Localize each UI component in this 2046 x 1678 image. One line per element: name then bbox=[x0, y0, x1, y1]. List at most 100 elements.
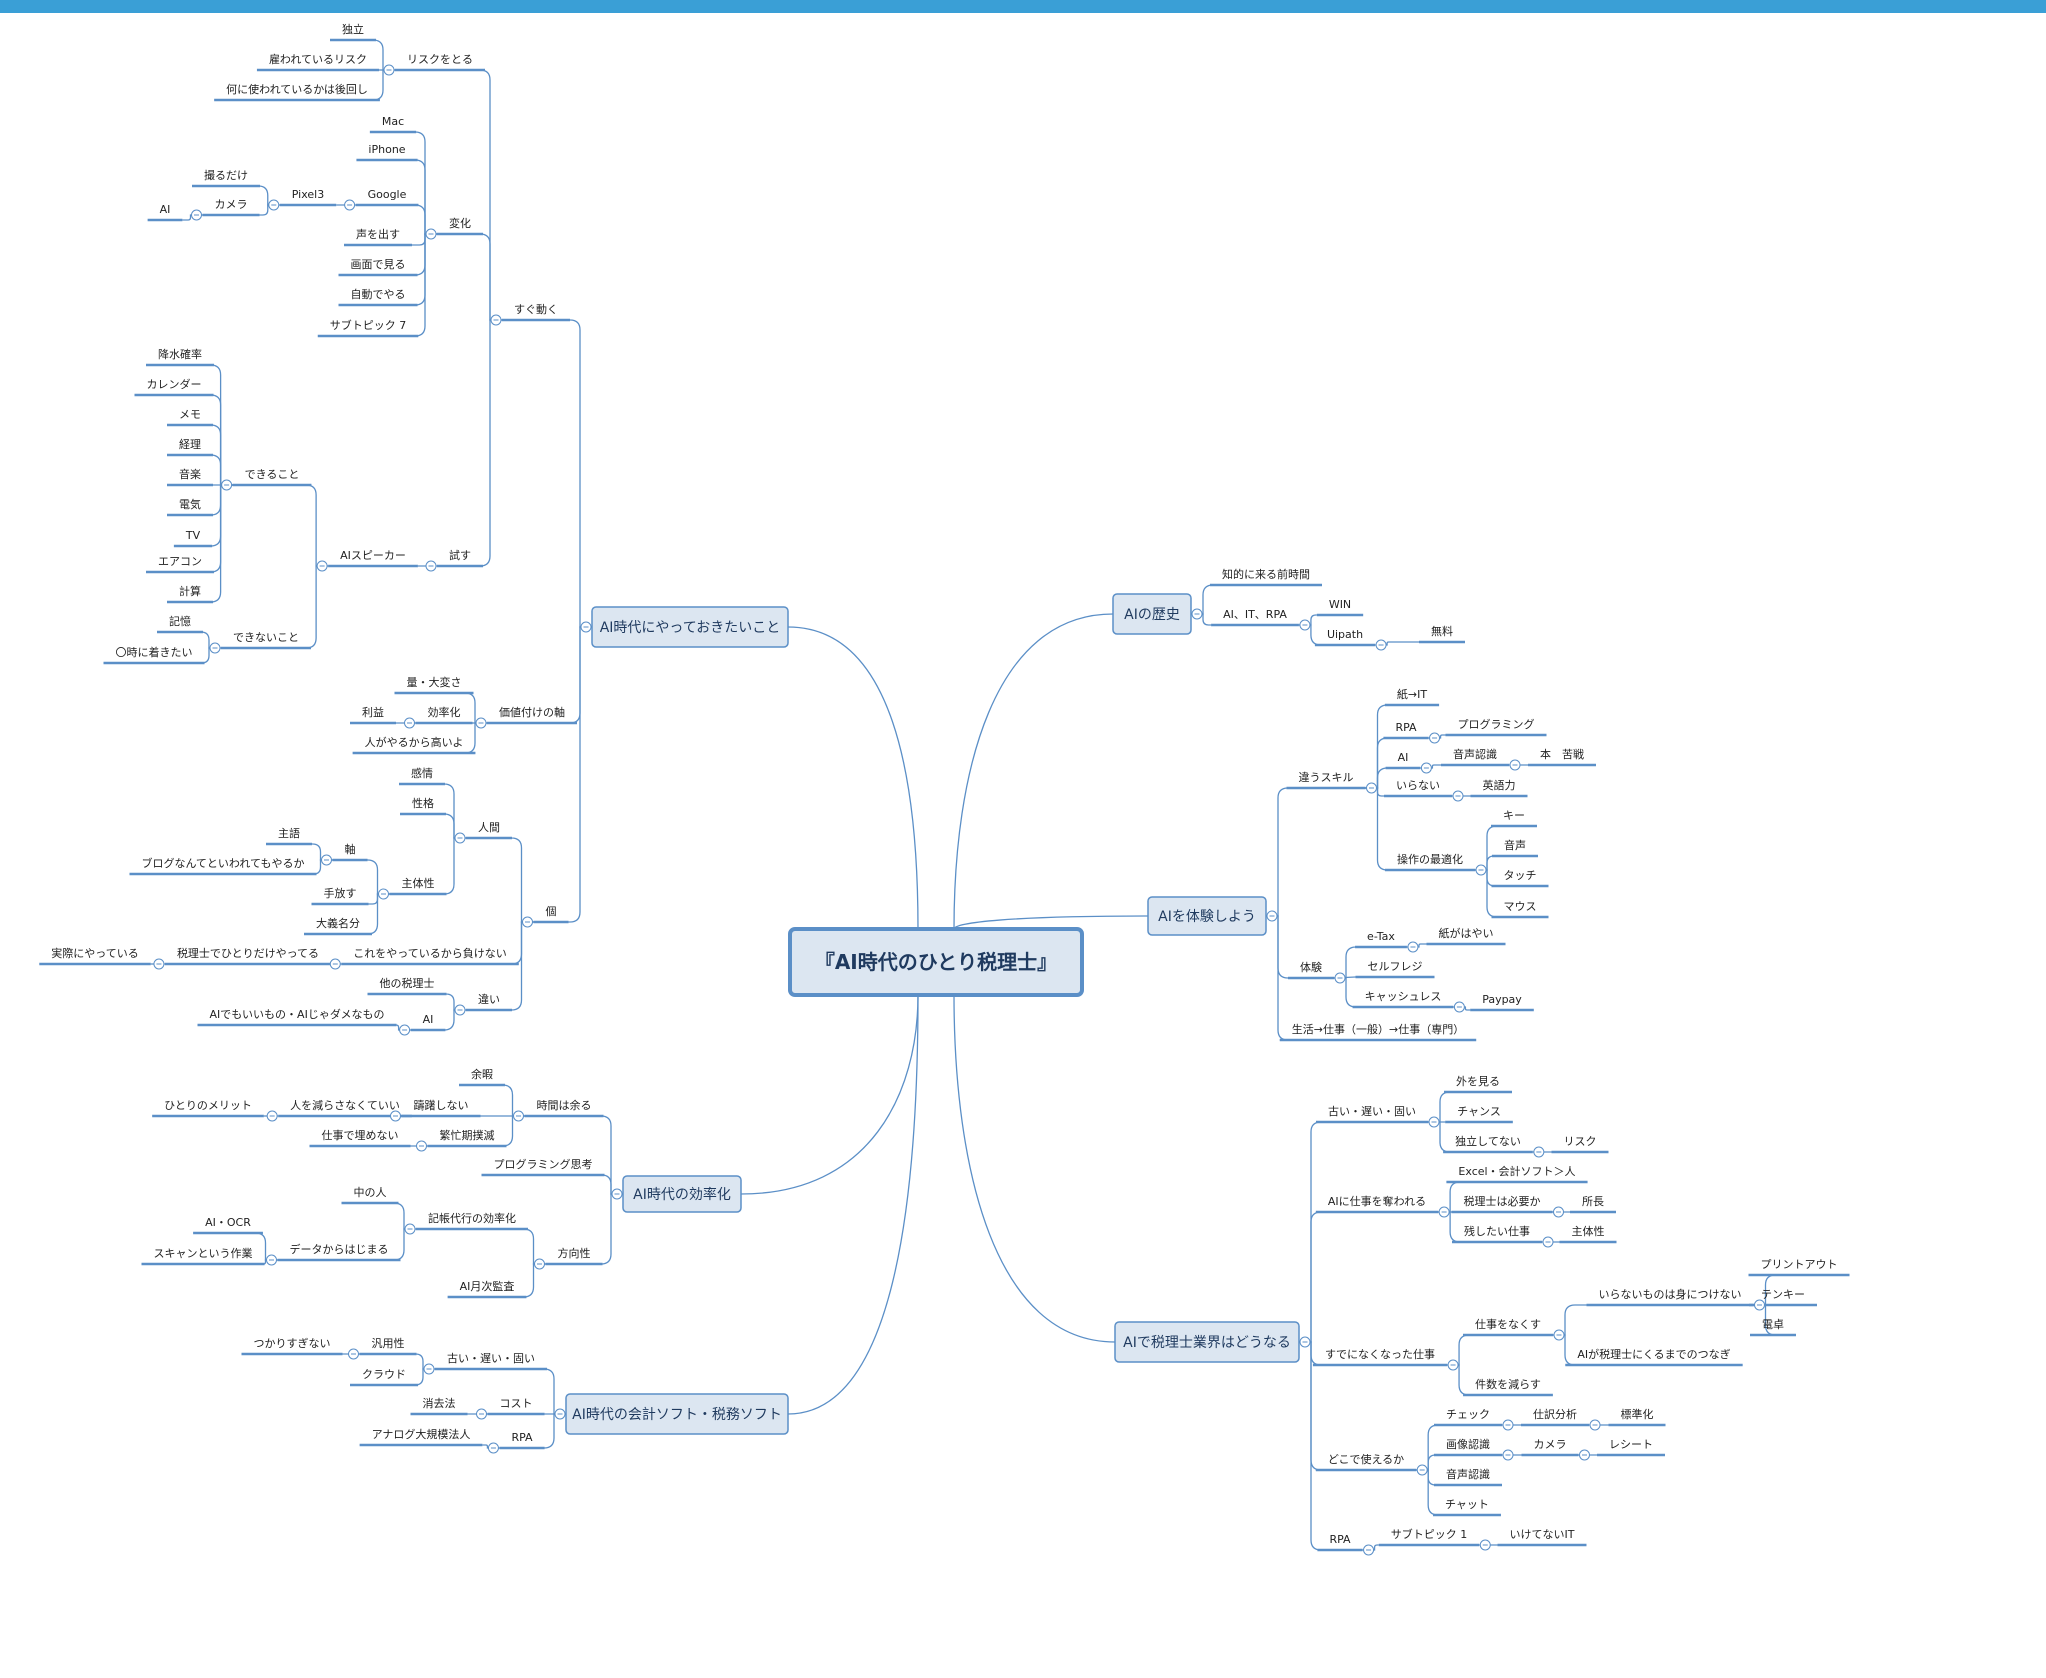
topic-shiwake[interactable]: 仕訳分析 bbox=[1521, 1407, 1589, 1427]
topic-sousa[interactable]: 操作の最適化 bbox=[1385, 852, 1475, 872]
topic-cost[interactable]: コスト bbox=[487, 1397, 545, 1416]
topic-shokyo[interactable]: 消去法 bbox=[410, 1396, 468, 1416]
collapse-toggle-icon[interactable] bbox=[425, 560, 437, 572]
topic-iphone[interactable]: iPhone bbox=[356, 143, 418, 162]
topic-gazo[interactable]: 画像認識 bbox=[1434, 1437, 1502, 1457]
topic-camera[interactable]: カメラ bbox=[202, 198, 260, 217]
topic-iranai[interactable]: いらない bbox=[1384, 779, 1452, 798]
topic-ai-it-rpa[interactable]: AI、IT、RPA bbox=[1211, 608, 1299, 627]
topic-aircon[interactable]: エアコン bbox=[146, 555, 214, 574]
topic-analog[interactable]: アナログ大規模法人 bbox=[359, 1427, 483, 1447]
collapse-toggle-icon[interactable] bbox=[348, 1348, 359, 1360]
topic-jissai[interactable]: 実際にやっている bbox=[39, 946, 151, 966]
topic-pixel3[interactable]: Pixel3 bbox=[279, 188, 337, 207]
topic-nanini[interactable]: 何に使われているかは後回し bbox=[214, 82, 380, 102]
topic-dekiru[interactable]: できること bbox=[232, 468, 312, 487]
topic-camera-i[interactable]: カメラ bbox=[1521, 1438, 1579, 1457]
collapse-toggle-icon[interactable] bbox=[383, 64, 395, 76]
collapse-toggle-icon[interactable] bbox=[378, 888, 389, 900]
collapse-toggle-icon[interactable] bbox=[487, 1442, 499, 1454]
collapse-toggle-icon[interactable] bbox=[1502, 1449, 1514, 1461]
topic-shigoto-ume[interactable]: 仕事で埋めない bbox=[309, 1129, 411, 1148]
collapse-toggle-icon[interactable] bbox=[554, 1408, 566, 1420]
topic-risuku-toru[interactable]: リスクをとる bbox=[395, 53, 485, 72]
topic-keisan[interactable]: 計算 bbox=[167, 584, 213, 604]
collapse-toggle-icon[interactable] bbox=[1429, 732, 1441, 744]
topic-data-kara[interactable]: データからはじまる bbox=[277, 1242, 401, 1262]
topic-chiteki[interactable]: 知的に来る前時間 bbox=[1210, 567, 1322, 587]
collapse-toggle-icon[interactable] bbox=[423, 1363, 435, 1375]
topic-programming[interactable]: プログラミング bbox=[1445, 717, 1547, 737]
topic-iranai-mono[interactable]: いらないものは身につけない bbox=[1586, 1287, 1754, 1307]
collapse-toggle-icon[interactable] bbox=[399, 1024, 411, 1036]
branch-software[interactable]: AI時代の会計ソフト・税務ソフト bbox=[565, 1393, 789, 1435]
topic-subtopic1[interactable]: サブトピック 1 bbox=[1378, 1527, 1480, 1547]
collapse-toggle-icon[interactable] bbox=[209, 642, 221, 654]
topic-kami-it[interactable]: 紙→IT bbox=[1384, 687, 1440, 707]
collapse-toggle-icon[interactable] bbox=[1553, 1206, 1564, 1218]
collapse-toggle-icon[interactable] bbox=[221, 479, 233, 491]
topic-ai-zeirishi[interactable]: AIが税理士にくるまでのつなぎ bbox=[1565, 1347, 1743, 1367]
topic-tv[interactable]: TV bbox=[173, 529, 213, 548]
collapse-toggle-icon[interactable] bbox=[1299, 619, 1311, 631]
topic-chigau-skill[interactable]: 違うスキル bbox=[1286, 771, 1366, 790]
topic-zeirishi-hitsuyo[interactable]: 税理士は必要か bbox=[1451, 1194, 1553, 1214]
topic-rieki[interactable]: 利益 bbox=[350, 705, 396, 725]
collapse-toggle-icon[interactable] bbox=[329, 958, 341, 970]
topic-jido[interactable]: 自動でやる bbox=[338, 287, 418, 307]
collapse-toggle-icon[interactable] bbox=[1542, 1236, 1554, 1248]
collapse-toggle-icon[interactable] bbox=[1553, 1329, 1565, 1341]
collapse-toggle-icon[interactable] bbox=[454, 1004, 466, 1016]
topic-ai-getsuji[interactable]: AI月次監査 bbox=[447, 1279, 527, 1299]
topic-hito-herasa[interactable]: 人を減らさなくていい bbox=[278, 1098, 412, 1118]
topic-receipt[interactable]: レシート bbox=[1597, 1438, 1665, 1457]
topic-sugu[interactable]: すぐ動く bbox=[502, 302, 570, 322]
topic-ryo[interactable]: 量・大変さ bbox=[394, 675, 474, 695]
topic-hoka[interactable]: 他の税理士 bbox=[367, 976, 447, 996]
topic-rpa-i[interactable]: RPA bbox=[1317, 1533, 1363, 1552]
branch-efficiency[interactable]: AI時代の効率化 bbox=[622, 1175, 742, 1213]
collapse-toggle-icon[interactable] bbox=[1452, 790, 1464, 802]
collapse-toggle-icon[interactable] bbox=[344, 199, 356, 211]
topic-chigai[interactable]: 違い bbox=[466, 993, 512, 1012]
branch-industry[interactable]: AIで税理士業界はどうなる bbox=[1114, 1321, 1300, 1363]
collapse-toggle-icon[interactable] bbox=[1366, 782, 1377, 794]
topic-sudeni[interactable]: すでになくなった仕事 bbox=[1312, 1348, 1448, 1367]
topic-onsei-ninshiki-i[interactable]: 音声認識 bbox=[1434, 1467, 1502, 1487]
topic-furui-i[interactable]: 古い・遅い・固い bbox=[1316, 1105, 1428, 1124]
branch-experience[interactable]: AIを体験しよう bbox=[1147, 896, 1267, 936]
collapse-toggle-icon[interactable] bbox=[1579, 1449, 1590, 1461]
topic-taigi[interactable]: 大義名分 bbox=[304, 916, 372, 936]
topic-yatowareteiru[interactable]: 雇われているリスク bbox=[256, 52, 380, 72]
topic-kensu[interactable]: 件数を減らす bbox=[1463, 1377, 1553, 1397]
topic-paypay[interactable]: Paypay bbox=[1470, 993, 1534, 1012]
topic-rpa-s[interactable]: RPA bbox=[499, 1431, 545, 1450]
topic-kioku[interactable]: 記憶 bbox=[157, 614, 203, 634]
topic-zeirishi-hitori[interactable]: 税理士でひとりだけやってる bbox=[164, 946, 332, 966]
topic-scan[interactable]: スキャンという作業 bbox=[141, 1247, 265, 1266]
topic-calendar[interactable]: カレンダー bbox=[134, 377, 214, 397]
collapse-toggle-icon[interactable] bbox=[1428, 1116, 1440, 1128]
collapse-toggle-icon[interactable] bbox=[1191, 608, 1203, 620]
topic-win[interactable]: WIN bbox=[1316, 598, 1364, 617]
topic-maru-ji[interactable]: 〇時に着きたい bbox=[103, 645, 205, 665]
topic-mac[interactable]: Mac bbox=[369, 115, 417, 134]
collapse-toggle-icon[interactable] bbox=[534, 1258, 545, 1270]
collapse-toggle-icon[interactable] bbox=[611, 1188, 623, 1200]
collapse-toggle-icon[interactable] bbox=[490, 314, 502, 326]
topic-nokoshitai[interactable]: 残したい仕事 bbox=[1452, 1224, 1542, 1244]
topic-onsei[interactable]: 音声 bbox=[1492, 838, 1538, 858]
topic-dentaku[interactable]: 電卓 bbox=[1750, 1318, 1796, 1337]
topic-ai-cam[interactable]: AI bbox=[147, 203, 183, 222]
collapse-toggle-icon[interactable] bbox=[454, 832, 466, 844]
collapse-toggle-icon[interactable] bbox=[404, 717, 415, 729]
topic-ai-ii[interactable]: AIでもいいもの・AIじゃダメなもの bbox=[197, 1007, 397, 1027]
central-topic[interactable]: 『AI時代のひとり税理士』 bbox=[788, 927, 1084, 997]
branch-prep[interactable]: AI時代にやっておきたいこと bbox=[591, 606, 789, 648]
topic-cashless[interactable]: キャッシュレス bbox=[1352, 990, 1454, 1009]
topic-ai-chigai[interactable]: AI bbox=[410, 1013, 446, 1032]
collapse-toggle-icon[interactable] bbox=[1479, 1539, 1491, 1551]
collapse-toggle-icon[interactable] bbox=[153, 958, 165, 970]
topic-selfreji[interactable]: セルフレジ bbox=[1355, 960, 1435, 979]
topic-chat[interactable]: チャット bbox=[1433, 1498, 1501, 1517]
